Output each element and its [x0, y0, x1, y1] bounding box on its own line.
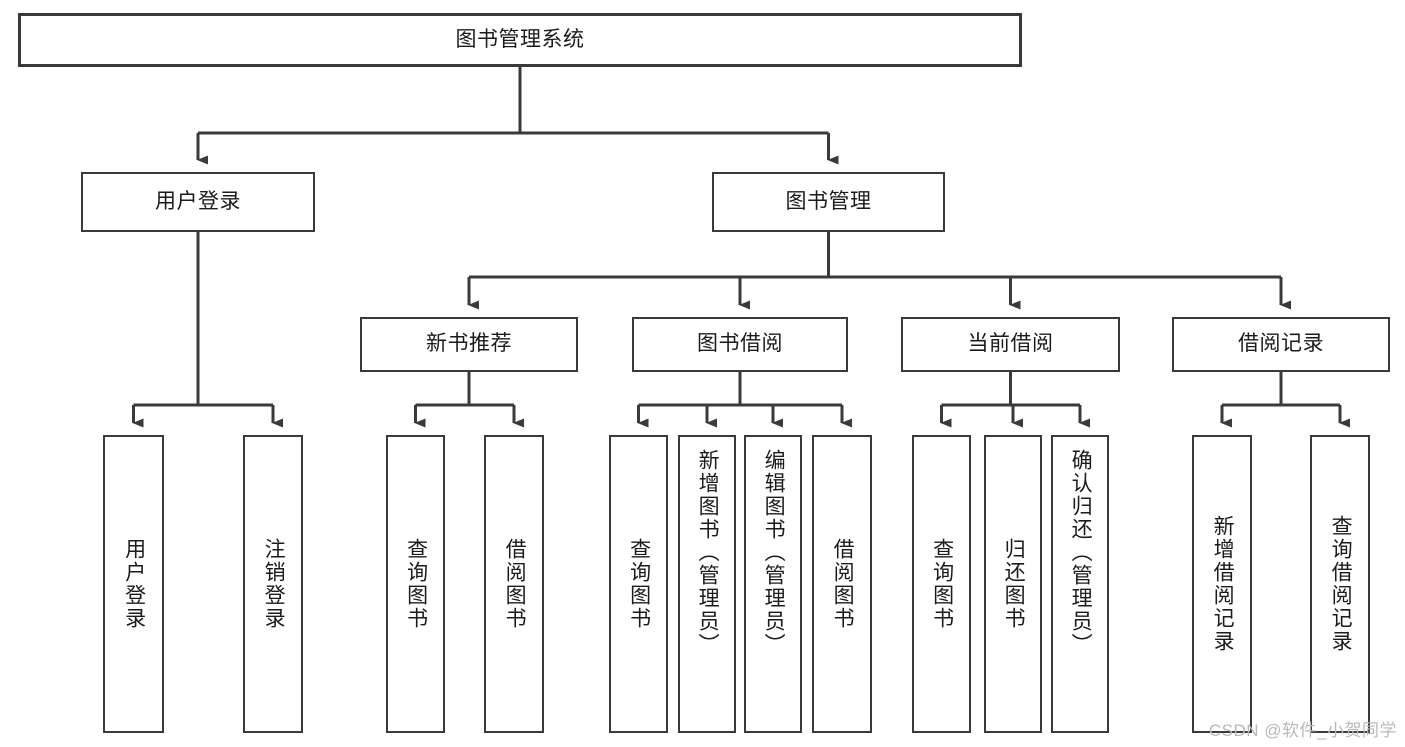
node-label-leaf-user-logout: 注销登录 [262, 538, 286, 630]
node-leaf-confirm-return[interactable]: 确认归还（管理员） [1051, 435, 1109, 733]
node-label-leaf-confirm-return: 确认归还（管理员） [1069, 449, 1093, 656]
node-label-root: 图书管理系统 [455, 27, 585, 51]
node-label-leaf-borrow-book: 借阅图书 [831, 538, 855, 630]
node-borrow-record[interactable]: 借阅记录 [1172, 317, 1390, 372]
node-leaf-add-book[interactable]: 新增图书（管理员） [678, 435, 736, 733]
node-label-book-borrow: 图书借阅 [697, 332, 783, 356]
node-leaf-query-book-rec[interactable]: 查询图书 [386, 435, 445, 733]
watermark-label: CSDN @软件_小贺同学 [1208, 721, 1397, 740]
node-label-borrow-record: 借阅记录 [1238, 332, 1324, 356]
node-leaf-query-book[interactable]: 查询图书 [609, 435, 668, 733]
node-root[interactable]: 图书管理系统 [18, 13, 1022, 67]
node-label-leaf-query-record: 查询借阅记录 [1329, 515, 1353, 653]
node-leaf-query-record[interactable]: 查询借阅记录 [1310, 435, 1370, 733]
node-leaf-user-login[interactable]: 用户登录 [103, 435, 164, 733]
node-leaf-borrow-book-rec[interactable]: 借阅图书 [484, 435, 544, 733]
node-label-leaf-add-book: 新增图书（管理员） [696, 449, 720, 656]
node-label-leaf-query-book-cur: 查询图书 [930, 538, 954, 630]
node-label-leaf-query-book: 查询图书 [627, 538, 651, 630]
node-leaf-return-book[interactable]: 归还图书 [984, 435, 1042, 733]
node-current-borrow[interactable]: 当前借阅 [901, 317, 1120, 372]
node-book-manage[interactable]: 图书管理 [712, 172, 945, 232]
node-label-leaf-add-record: 新增借阅记录 [1211, 515, 1235, 653]
node-leaf-query-book-cur[interactable]: 查询图书 [912, 435, 971, 733]
node-label-leaf-query-book-rec: 查询图书 [404, 538, 428, 630]
node-leaf-borrow-book[interactable]: 借阅图书 [812, 435, 872, 733]
node-new-book-recommend[interactable]: 新书推荐 [360, 317, 578, 372]
node-label-leaf-borrow-book-rec: 借阅图书 [503, 538, 527, 630]
node-label-user-login: 用户登录 [155, 189, 241, 213]
node-label-leaf-user-login: 用户登录 [122, 538, 146, 630]
node-leaf-user-logout[interactable]: 注销登录 [243, 435, 303, 733]
node-label-leaf-edit-book: 编辑图书（管理员） [762, 449, 786, 656]
node-leaf-add-record[interactable]: 新增借阅记录 [1192, 435, 1252, 733]
node-label-leaf-return-book: 归还图书 [1002, 538, 1026, 630]
node-label-book-manage: 图书管理 [785, 189, 872, 213]
node-leaf-edit-book[interactable]: 编辑图书（管理员） [744, 435, 802, 733]
node-label-new-book-recommend: 新书推荐 [426, 332, 512, 356]
node-user-login[interactable]: 用户登录 [81, 172, 315, 232]
node-book-borrow[interactable]: 图书借阅 [632, 317, 848, 372]
node-label-current-borrow: 当前借阅 [967, 332, 1054, 356]
